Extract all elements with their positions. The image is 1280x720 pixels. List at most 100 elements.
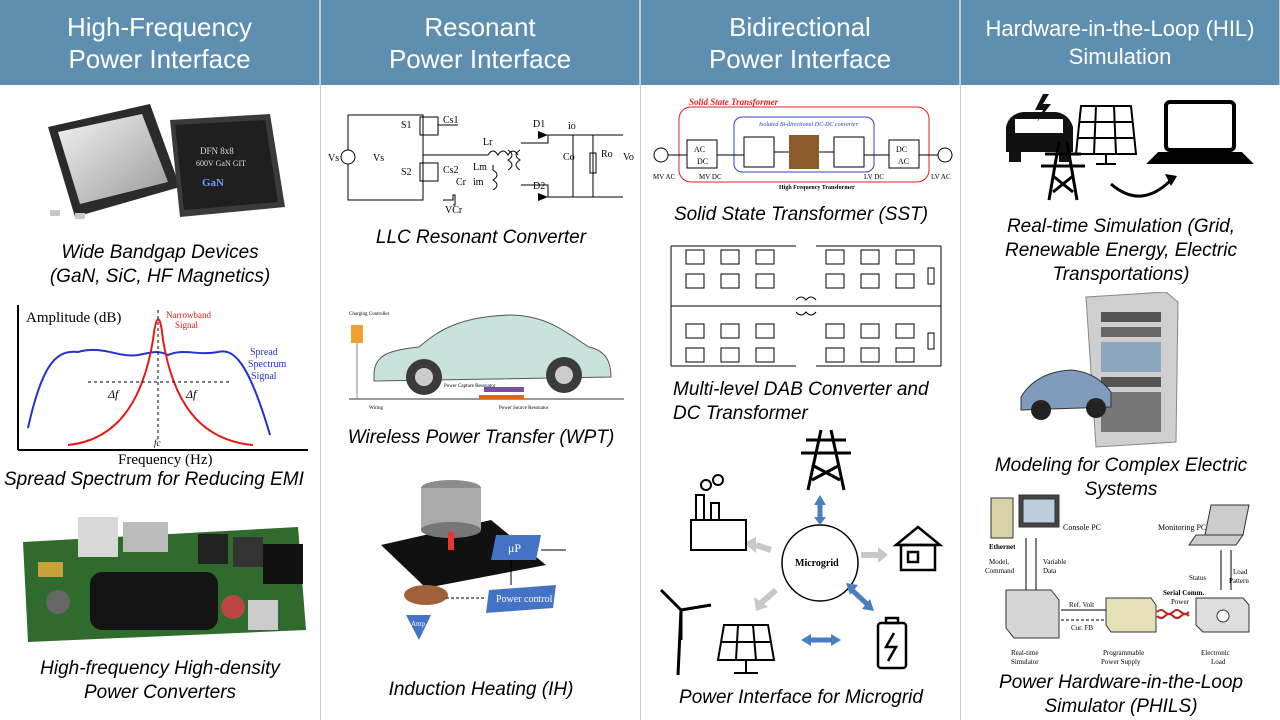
x-axis-label: Frequency (Hz) <box>118 452 213 468</box>
fc-label: fc <box>154 438 161 448</box>
mvac-label: MV AC <box>653 173 676 181</box>
llc-label: S1 <box>401 120 412 131</box>
model-label: Model, <box>989 558 1009 566</box>
header-line2: Power Interface <box>68 43 251 74</box>
monitoring-pc-icon <box>1188 504 1250 546</box>
llc-schematic: Vs Vs S1 S2 Cs1 Cs2 Lr Lm im Cr VCr D1 D… <box>328 114 634 216</box>
caption-llc: LLC Resonant Converter <box>375 227 587 248</box>
caption-model-line2: Systems <box>1084 479 1158 500</box>
electronic-load-icon <box>1195 597 1250 633</box>
el-label: Load <box>1211 658 1226 666</box>
power-label: Power <box>1171 598 1190 606</box>
caption-phils-line2: Simulator (PHILS) <box>1044 696 1198 717</box>
house-icon <box>892 525 944 572</box>
column-header: Resonant Power Interface <box>321 0 640 85</box>
wind-turbine-icon <box>659 588 712 676</box>
factory-icon <box>690 474 747 551</box>
phils-diagram: Console PC Monitoring PC Ethernet Model,… <box>985 494 1250 666</box>
sst-diagram: Solid State Transformer Isolated Bi-dire… <box>653 97 953 191</box>
el-label: Electronic <box>1201 649 1230 657</box>
ih-label: Power control <box>496 594 553 605</box>
variable-label: Data <box>1043 567 1057 575</box>
solar-panel-icon <box>716 624 776 674</box>
header-line2: Power Interface <box>388 43 572 74</box>
narrowband-label: Signal <box>175 320 199 330</box>
llc-label: io <box>568 121 576 132</box>
pps-label: Power Supply <box>1101 658 1141 666</box>
battery-icon <box>876 616 908 670</box>
curved-arrow-icon <box>1110 178 1173 198</box>
chip-logo: GaN <box>202 177 224 189</box>
header-line1: Bidirectional <box>729 11 871 42</box>
llc-label: D2 <box>533 181 545 192</box>
refvolt-label: Ref. Volt <box>1069 601 1094 609</box>
console-pc-icon <box>990 494 1060 539</box>
variable-label: Variable <box>1043 558 1066 566</box>
llc-label: VCr <box>445 205 463 216</box>
monitoring-label: Monitoring PC <box>1158 523 1206 532</box>
header-line1: High-Frequency <box>67 11 252 42</box>
column-resonant: Resonant Power Interface Vs Vs S1 S2 <box>320 0 640 720</box>
transmission-tower-icon <box>1041 141 1085 201</box>
llc-label: Lr <box>483 137 493 148</box>
caption-model-line1: Modeling for Complex Electric <box>994 455 1248 476</box>
transmission-tower-icon <box>801 429 851 491</box>
llc-label: D1 <box>533 119 545 130</box>
mvdc-label: MV DC <box>699 173 722 181</box>
column-header: Bidirectional Power Interface <box>641 0 960 85</box>
spread-label: Spectrum <box>248 359 287 370</box>
llc-label: Vo <box>623 152 634 163</box>
hft-label: High Frequency Transformer <box>779 185 855 191</box>
caption-wpt: Wireless Power Transfer (WPT) <box>347 427 615 448</box>
chip-text: DFN 8x8 <box>200 146 234 156</box>
electric-car-icon <box>1006 94 1073 162</box>
caption-wbg-line1: Wide Bandgap Devices <box>61 242 259 263</box>
lvac-label: LV AC <box>931 173 951 181</box>
caption-hfhd-line1: High-frequency High-density <box>40 658 280 679</box>
solar-panel-icon <box>1074 105 1138 165</box>
rts-label: Simulator <box>1011 658 1039 666</box>
llc-label: S2 <box>401 167 412 178</box>
acdc-label: DC <box>697 157 708 166</box>
wpt-label: Wiring <box>369 406 383 411</box>
caption-wbg-line2: (GaN, SiC, HF Magnetics) <box>49 266 271 287</box>
curfb-label: Cur. FB <box>1071 624 1094 632</box>
llc-label: Cs2 <box>443 165 459 176</box>
realtime-sim-icons <box>1006 94 1254 201</box>
narrowband-label: Narrowband <box>166 310 211 320</box>
load-label: Load <box>1233 568 1248 576</box>
llc-label: Cr <box>456 177 467 188</box>
caption-hfhd-line2: Power Converters <box>83 682 237 703</box>
model-label: Command <box>985 567 1015 575</box>
load-label: Pattern <box>1229 577 1249 585</box>
llc-label: Vs <box>328 153 339 164</box>
status-label: Status <box>1189 574 1206 582</box>
caption-rt-line1: Real-time Simulation (Grid, <box>1006 216 1236 237</box>
header-line1: Hardware-in-the-Loop (HIL) <box>985 15 1255 41</box>
llc-label: Lm <box>473 162 487 173</box>
column-hil: Hardware-in-the-Loop (HIL) Simulation Re <box>960 0 1280 720</box>
wpt-label: Power Capture Resonator <box>444 384 496 389</box>
hil-rack-image <box>1020 292 1179 448</box>
caption-spread: Spread Spectrum for Reducing EMI <box>4 469 304 490</box>
caption-microgrid: Power Interface for Microgrid <box>679 687 923 708</box>
microgrid-label: Microgrid <box>795 558 839 569</box>
dab-schematic <box>670 245 942 367</box>
llc-label: Co <box>563 152 575 163</box>
llc-label: Vs <box>373 153 384 164</box>
header-line2: Simulation <box>1068 43 1172 69</box>
wpt-label: Power Source Resonator <box>499 406 549 411</box>
spread-label: Signal <box>251 371 277 382</box>
gan-chips-image: DFN 8x8 600V GaN GIT GaN <box>48 104 285 219</box>
ih-label: μP <box>508 541 521 555</box>
y-axis-label: Amplitude (dB) <box>26 310 121 326</box>
header-line1: Resonant <box>424 11 536 42</box>
caption-rt-line2: Renewable Energy, Electric <box>1005 240 1237 261</box>
pps-label: Programmable <box>1103 649 1144 657</box>
llc-label: Ro <box>601 149 613 160</box>
llc-label: im <box>473 177 484 188</box>
caption-sst: Solid State Transformer (SST) <box>673 204 929 225</box>
console-label: Console PC <box>1063 523 1101 532</box>
column-high-frequency: High-Frequency Power Interface DFN 8x8 6… <box>0 0 320 720</box>
caption-phils-line1: Power Hardware-in-the-Loop <box>999 672 1243 693</box>
